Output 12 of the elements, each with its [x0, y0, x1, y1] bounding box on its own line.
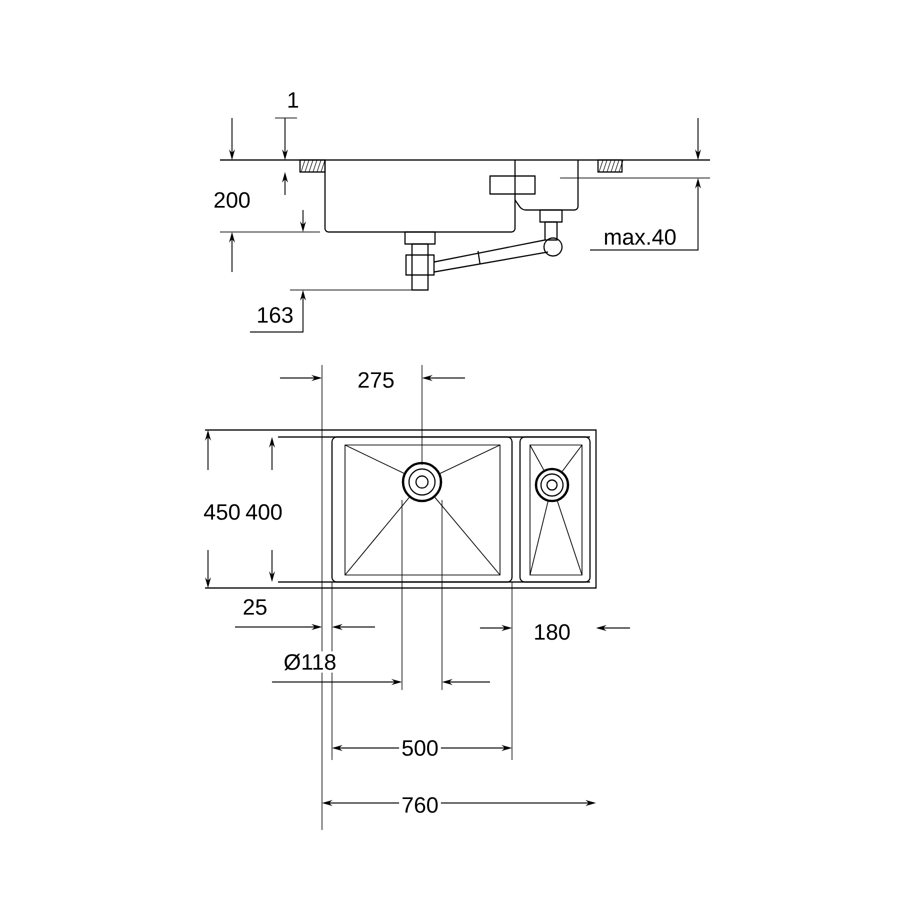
dimension-label: Ø118: [281, 651, 339, 673]
dimension-label: 760: [399, 794, 441, 816]
dimension-label: 1: [288, 92, 298, 108]
dimension-label: max.40: [604, 229, 676, 245]
dimension-label: 180: [535, 624, 570, 640]
dimension-label: 400: [246, 504, 282, 520]
dimension-label: 163: [258, 307, 293, 323]
dimension-label: 500: [399, 738, 441, 758]
dimension-label: 200: [214, 192, 250, 208]
dimension-label: 25: [244, 599, 266, 615]
dimension-label: 275: [358, 372, 394, 388]
dimension-label: 450: [204, 504, 240, 520]
